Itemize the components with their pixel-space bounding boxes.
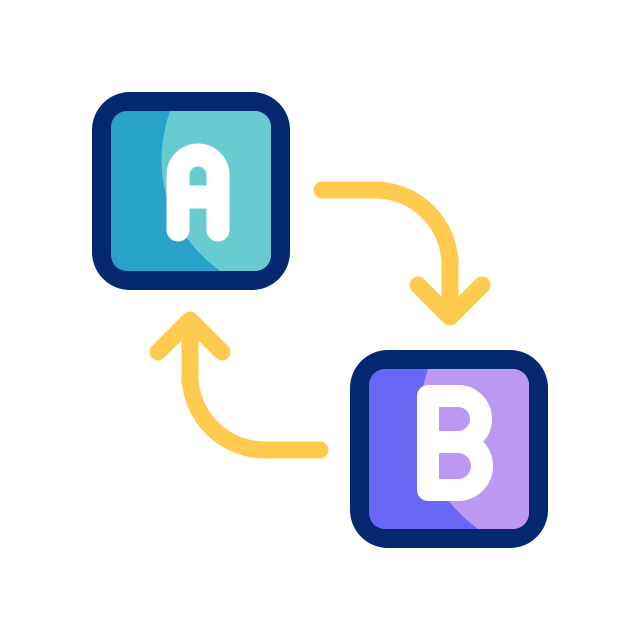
letter-b-glyph [417, 385, 493, 501]
letter-a-glyph [166, 143, 230, 242]
arrow-up-icon [149, 311, 329, 459]
box-b: B [350, 350, 548, 548]
arrow-down-icon [313, 181, 491, 326]
box-a: A [92, 92, 290, 290]
